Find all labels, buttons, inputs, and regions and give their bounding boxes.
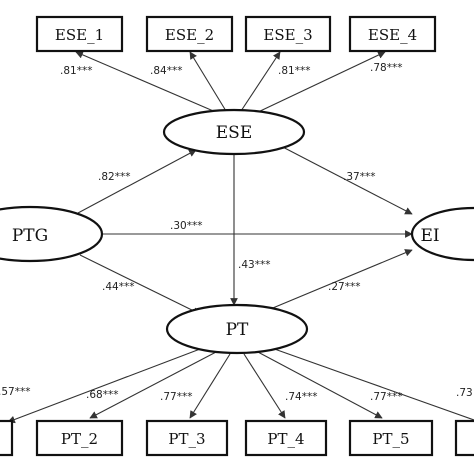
node-ese-3: ESE_3 <box>244 15 332 53</box>
coef-ese-to-ese-1: .81*** <box>60 65 92 77</box>
coef-ptg-to-ei: .30*** <box>170 220 202 232</box>
path-ptg-to-ese <box>77 149 197 214</box>
path-ptg-to-pt <box>79 254 201 315</box>
node-label: PT_4 <box>267 430 304 448</box>
node-ese-4: ESE_4 <box>348 15 437 53</box>
path-ese-to-ei <box>274 142 413 215</box>
coef-pt-to-ei: .27*** <box>328 281 360 293</box>
node-pt-5: PT_5 <box>348 419 434 457</box>
node-pt: PT <box>165 303 309 355</box>
coef-ese-to-ei: .37*** <box>343 171 375 183</box>
coef-pt-to-pt-1: .57*** <box>0 386 30 398</box>
node-label: PT <box>226 320 249 340</box>
node-pt-3: PT_3 <box>145 419 229 457</box>
coef-pt-to-pt-5: .77*** <box>370 391 402 403</box>
node-ptg: PTG <box>0 205 104 263</box>
node-label: PT_2 <box>61 430 98 448</box>
node-ese-1: ESE_1 <box>35 15 124 53</box>
coef-ese-to-ese-3: .81*** <box>278 65 310 77</box>
coef-ptg-to-pt: .44*** <box>102 281 134 293</box>
path-ese-to-ese-2 <box>189 51 227 112</box>
coef-ese-to-ese-2: .84*** <box>150 65 182 77</box>
node-label: ESE_3 <box>263 26 312 44</box>
path-ese-to-ese-1 <box>75 51 219 114</box>
node-label: PT_5 <box>372 430 409 448</box>
node-label: PTG <box>12 226 48 246</box>
node-label: ESE_2 <box>165 26 214 44</box>
node-ei: EI <box>410 206 474 262</box>
path-pt-to-ei <box>267 249 413 311</box>
path-pt-to-pt-1 <box>7 345 209 424</box>
node-pt-2: PT_2 <box>35 419 124 457</box>
node-ese-2: ESE_2 <box>145 15 234 53</box>
node-label: PT_3 <box>168 430 205 448</box>
path-pt-to-pt-3 <box>189 353 231 419</box>
coef-pt-to-pt-2: .68*** <box>86 389 118 401</box>
path-ese-to-ese-4 <box>255 51 386 114</box>
path-pt-to-pt-4 <box>243 353 286 419</box>
node-label: ESE_4 <box>368 26 417 44</box>
node-label: EI <box>420 226 439 246</box>
coef-ese-to-pt: .43*** <box>238 259 270 271</box>
path-pt-to-pt-6 <box>265 345 474 421</box>
path-pt-to-pt-5 <box>255 350 383 419</box>
node-pt-6-partial <box>454 419 474 457</box>
node-label: ESE <box>216 123 252 143</box>
coef-pt-to-pt-6: .73 <box>456 387 473 399</box>
node-ese: ESE <box>162 108 306 156</box>
node-label: ESE_1 <box>55 26 104 44</box>
node-pt-1-partial <box>0 419 14 457</box>
coef-ese-to-ese-4: .78*** <box>370 62 402 74</box>
coef-pt-to-pt-4: .74*** <box>285 391 317 403</box>
path-ese-to-ese-3 <box>240 51 281 112</box>
coef-ptg-to-ese: .82*** <box>98 171 130 183</box>
path-pt-to-pt-2 <box>89 350 219 419</box>
node-pt-4: PT_4 <box>244 419 328 457</box>
coef-pt-to-pt-3: .77*** <box>160 391 192 403</box>
